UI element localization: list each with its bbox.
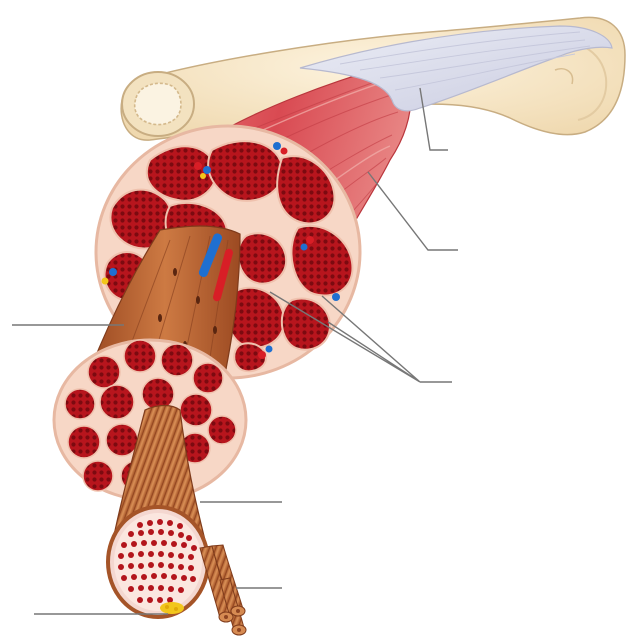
- vessel-vein: [203, 166, 211, 174]
- nerve: [200, 173, 206, 179]
- bone-marrow: [135, 83, 181, 124]
- vessel-artery: [194, 162, 202, 170]
- nerve-cross-section: [160, 602, 184, 614]
- leader-muscle: [368, 172, 458, 250]
- myofibrils: [200, 545, 246, 635]
